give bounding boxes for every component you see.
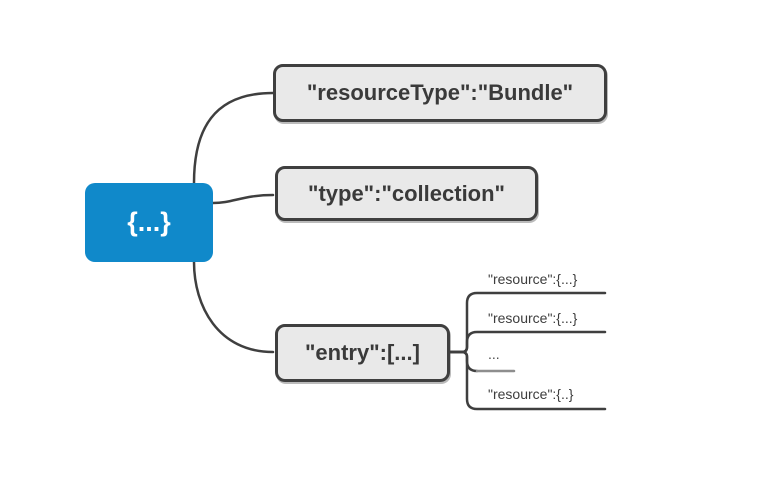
- connector-entry-to-ellipsis: [448, 350, 479, 373]
- node-type-label: "type":"collection": [308, 180, 505, 206]
- connector-entry-to-resource-3: [448, 350, 607, 411]
- connector-root-to-resourcetype: [192, 91, 275, 185]
- root-node-label: {...}: [127, 207, 171, 237]
- node-entry-label: "entry":[...]: [305, 340, 420, 365]
- connector-entry-to-resource-2: [448, 330, 607, 354]
- leaf-ellipsis[interactable]: ...: [488, 346, 500, 362]
- node-resourcetype-label: "resourceType":"Bundle": [306, 80, 574, 105]
- connector-root-to-entry: [192, 260, 275, 354]
- leaf-resource-3[interactable]: "resource":{..}: [488, 386, 574, 402]
- node-type-collection[interactable]: "type":"collection": [275, 166, 538, 221]
- connector-root-to-type: [211, 193, 275, 205]
- root-node[interactable]: {...}: [85, 183, 213, 262]
- node-resourcetype-bundle[interactable]: "resourceType":"Bundle": [273, 64, 607, 122]
- node-entry[interactable]: "entry":[...]: [275, 324, 450, 382]
- leaf-resource-1[interactable]: "resource":{...}: [488, 271, 578, 287]
- leaf-resource-2[interactable]: "resource":{...}: [488, 310, 578, 326]
